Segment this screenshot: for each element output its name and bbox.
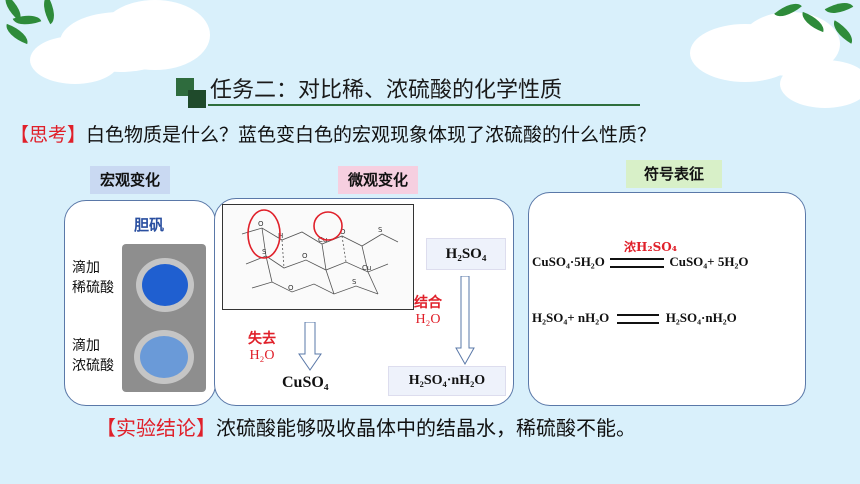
dilute-label: 滴加 稀硫酸: [72, 260, 114, 296]
think-question: 【思考】白色物质是什么？蓝色变白色的宏观现象体现了浓硫酸的什么性质？: [10, 120, 656, 147]
cloud-decoration: [30, 36, 120, 84]
cloud-decoration: [820, 70, 860, 100]
svg-text:O: O: [340, 228, 346, 236]
combine-label: 结合 H₂O: [414, 295, 442, 327]
down-arrow-icon: [455, 276, 475, 366]
leaf-decoration: [2, 23, 32, 45]
title-square-icon: [188, 90, 206, 108]
svg-text:S: S: [352, 278, 357, 286]
box-h2so4: H₂SO₄: [426, 238, 506, 270]
tag-symbol: 符号表征: [626, 160, 723, 188]
spot-plate-image: [122, 244, 206, 392]
symbol-panel: [528, 192, 806, 406]
down-arrow-icon: [298, 322, 322, 371]
svg-text:S: S: [262, 248, 267, 256]
conc-label: 滴加 浓硫酸: [72, 338, 114, 374]
equals-sign: [610, 258, 665, 269]
equals-sign: [616, 314, 659, 325]
pale-solid: [140, 336, 188, 378]
svg-text:O: O: [302, 252, 308, 260]
svg-text:O: O: [288, 284, 294, 292]
bluestone-caption: 胆矾: [134, 216, 165, 234]
svg-text:Cu: Cu: [318, 236, 327, 244]
conclusion: 【实验结论】浓硫酸能够吸收晶体中的结晶水，稀硫酸不能。: [96, 412, 636, 441]
box-h2so4-nh2o: H₂SO₄·nH₂O: [388, 366, 506, 396]
reaction-condition: 浓H₂SO₄: [624, 240, 677, 254]
tag-macro: 宏观变化: [90, 166, 171, 194]
product-cuso4: CuSO₄: [282, 374, 329, 391]
tag-micro: 微观变化: [338, 166, 419, 194]
conclusion-tag: 【实验结论】: [96, 416, 216, 440]
think-text: 白色物质是什么？蓝色变白色的宏观现象体现了浓硫酸的什么性质？: [86, 124, 657, 146]
svg-text:S: S: [378, 226, 383, 234]
think-tag: 【思考】: [10, 124, 87, 146]
page-title: 任务二：对比稀、浓硫酸的化学性质: [210, 78, 563, 103]
leaf-decoration: [824, 0, 854, 20]
svg-text:Cu: Cu: [362, 264, 371, 272]
equation-2: H₂SO₄+ nH₂O H₂SO₄·nH₂O: [532, 310, 737, 325]
equation-1: CuSO₄·5H₂O CuSO₄+ 5H₂O: [532, 254, 749, 269]
blue-solution: [142, 264, 188, 306]
conclusion-text: 浓硫酸能够吸收晶体中的结晶水，稀硫酸不能。: [216, 416, 636, 440]
title-underline: [208, 104, 640, 106]
svg-text:O: O: [258, 220, 264, 228]
lose-label: 失去 H₂O: [248, 331, 276, 363]
